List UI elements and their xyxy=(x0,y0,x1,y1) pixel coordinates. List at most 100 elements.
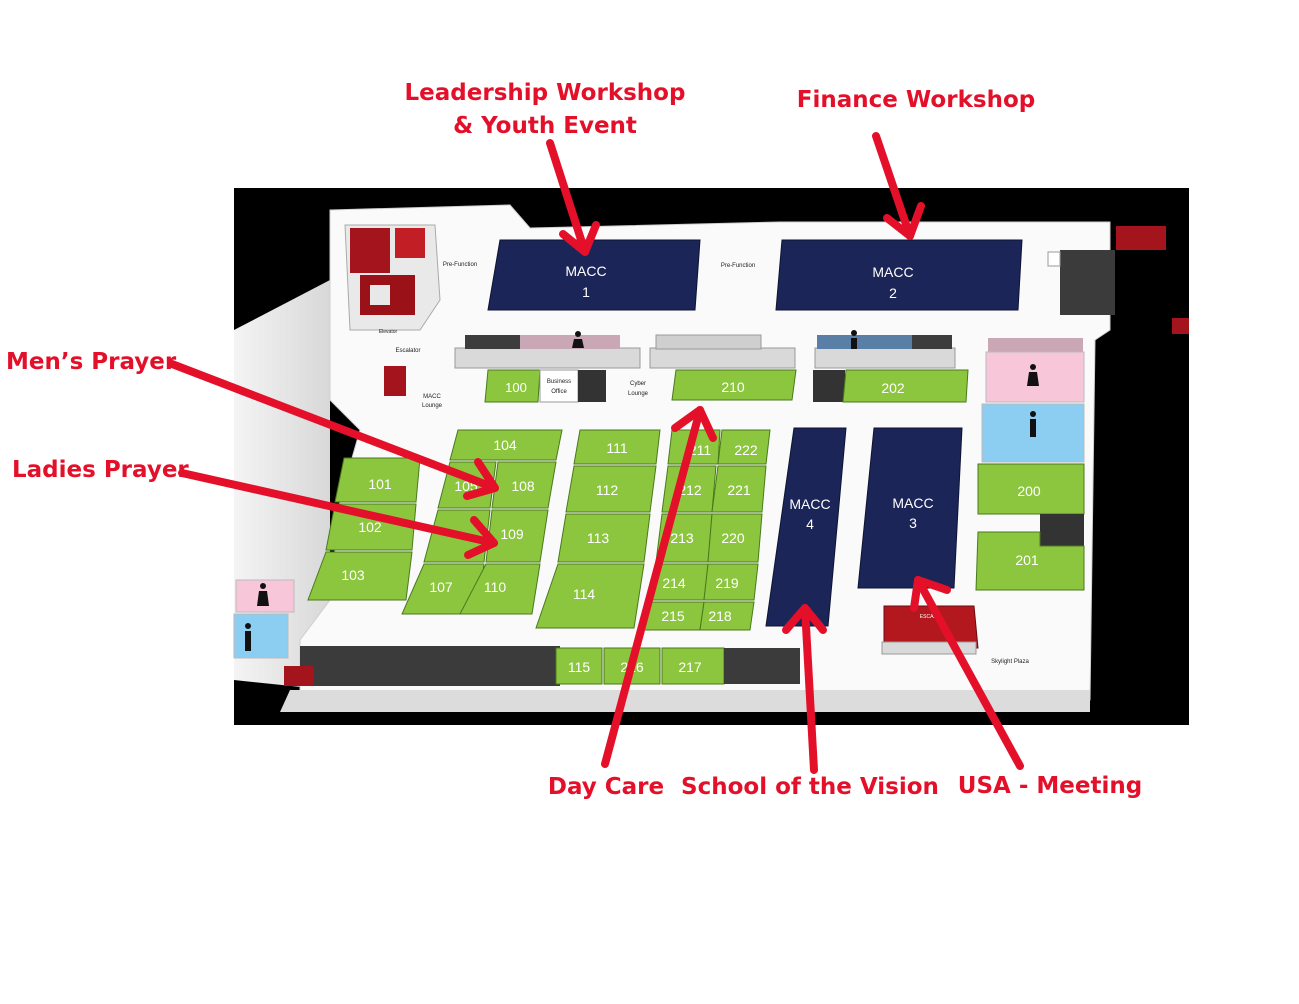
room-100-label: 100 xyxy=(505,380,527,395)
room-104[interactable] xyxy=(449,429,563,461)
room-108[interactable] xyxy=(491,461,557,509)
arrow-mens-prayer-head xyxy=(463,458,499,500)
room-112[interactable] xyxy=(565,465,657,513)
arrow-school-vision-head xyxy=(782,604,827,634)
macc-1-label: MACC xyxy=(565,263,606,279)
women-restroom-icon xyxy=(1027,364,1039,386)
escalator-right xyxy=(883,605,979,649)
corridor-bar-1-dark xyxy=(465,335,520,349)
room-112-label: 112 xyxy=(596,482,619,498)
room-100[interactable] xyxy=(484,369,541,403)
room-220[interactable] xyxy=(707,513,763,563)
arrow-finance xyxy=(872,132,914,240)
callout-school-vision: School of the Vision xyxy=(681,774,939,800)
room-221[interactable] xyxy=(711,465,767,513)
room-200-label: 200 xyxy=(1017,483,1041,499)
room-111[interactable] xyxy=(573,429,661,465)
callout-finance-workshop: Finance Workshop xyxy=(796,87,1036,113)
room-114[interactable] xyxy=(535,563,645,629)
room-210-label: 210 xyxy=(721,379,745,395)
dark-block-200 xyxy=(1040,514,1084,546)
room-210[interactable] xyxy=(671,369,797,401)
room-113[interactable] xyxy=(557,513,651,563)
room-101[interactable] xyxy=(334,457,421,503)
room-219-label: 219 xyxy=(715,575,739,591)
room-107-label: 107 xyxy=(429,579,453,595)
room-220-label: 220 xyxy=(721,530,745,546)
arrow-icon xyxy=(168,132,1024,774)
callout-leadership-line1: Leadership Workshop xyxy=(404,80,686,106)
macc-lounge-label-1: MACC xyxy=(423,394,441,400)
macc-1-number: 1 xyxy=(582,284,590,300)
restroom-top-bar xyxy=(988,338,1083,352)
arrow-finance-head xyxy=(883,202,925,240)
stair-block-2 xyxy=(395,228,425,258)
room-108-label: 108 xyxy=(511,478,535,494)
room-212-label: 212 xyxy=(678,482,702,498)
room-101-label: 101 xyxy=(368,476,392,492)
macc-3-label: MACC xyxy=(892,495,933,511)
room-217[interactable] xyxy=(661,647,725,685)
prefunction-mid-label: Pre-Function xyxy=(721,263,755,269)
arrow-leadership-head xyxy=(559,221,600,256)
room-200[interactable] xyxy=(977,463,1085,515)
restroom-men-left[interactable] xyxy=(233,613,289,659)
room-115[interactable] xyxy=(555,647,603,685)
arrow-leadership xyxy=(546,139,589,256)
macc-4-hall[interactable] xyxy=(765,427,847,627)
macc-lounge-label-2: Lounge xyxy=(422,403,443,409)
macc-4-number: 4 xyxy=(806,516,814,532)
men-restroom-icon xyxy=(245,623,251,651)
prefunction-left-label: Pre-Function xyxy=(443,262,477,268)
floor-shadow xyxy=(280,690,1090,712)
business-office-label-1: Business xyxy=(547,379,571,385)
corridor-bar-1 xyxy=(454,347,641,369)
room-109-label: 109 xyxy=(500,526,524,542)
men-restroom-icon xyxy=(1030,411,1036,437)
callout-mens-prayer: Men’s Prayer xyxy=(6,349,177,375)
room-201-label: 201 xyxy=(1015,552,1039,568)
room-202[interactable] xyxy=(842,369,969,403)
business-office[interactable] xyxy=(539,369,579,403)
stair-block-4 xyxy=(370,285,390,305)
corridor-bar-3-dark xyxy=(912,335,952,349)
corridor-bar-1-pink xyxy=(520,335,620,349)
room-218[interactable] xyxy=(699,601,755,631)
macc-2-number: 2 xyxy=(889,285,897,301)
room-102[interactable] xyxy=(325,503,417,551)
room-221-label: 221 xyxy=(727,482,751,498)
escal-label: ESCAL xyxy=(920,614,937,620)
room-219[interactable] xyxy=(703,563,759,601)
callout-leadership-workshop: Leadership Workshop & Youth Event xyxy=(400,77,690,143)
skylight-plaza-label: Skylight Plaza xyxy=(991,659,1029,665)
macc-4-label: MACC xyxy=(789,496,830,512)
room-215-label: 215 xyxy=(661,608,685,624)
red-strip-right xyxy=(1172,318,1189,334)
escalator-label: Escalator xyxy=(395,348,420,354)
room-201[interactable] xyxy=(975,531,1085,591)
callout-usa-meeting: USA - Meeting xyxy=(957,773,1143,799)
room-103-label: 103 xyxy=(341,567,365,583)
room-110[interactable] xyxy=(459,563,541,615)
corridor-bar-3-blue xyxy=(817,335,912,349)
room-218-label: 218 xyxy=(708,608,732,624)
macc-3-hall[interactable] xyxy=(857,427,963,589)
room-103[interactable] xyxy=(307,551,413,601)
macc-3-number: 3 xyxy=(909,515,917,531)
room-104-label: 104 xyxy=(493,437,517,453)
utility-block-right xyxy=(1116,226,1166,250)
macc-1-hall[interactable] xyxy=(487,239,701,311)
arrow-ladies-prayer-head xyxy=(464,516,498,559)
room-111-label: 111 xyxy=(606,440,627,456)
dark-block-right xyxy=(1060,250,1115,315)
room-222[interactable] xyxy=(717,429,771,465)
macc-2-hall[interactable] xyxy=(775,239,1023,311)
arrow-usa-meeting-head xyxy=(910,576,951,612)
stair-block-bottom-left xyxy=(284,666,314,686)
cyber-lounge-label-1: Cyber xyxy=(630,381,646,387)
corridor-bar-2-top xyxy=(655,334,762,350)
arrow-day-care xyxy=(601,406,704,768)
room-217-label: 217 xyxy=(678,659,702,675)
room-113-label: 113 xyxy=(587,530,610,546)
